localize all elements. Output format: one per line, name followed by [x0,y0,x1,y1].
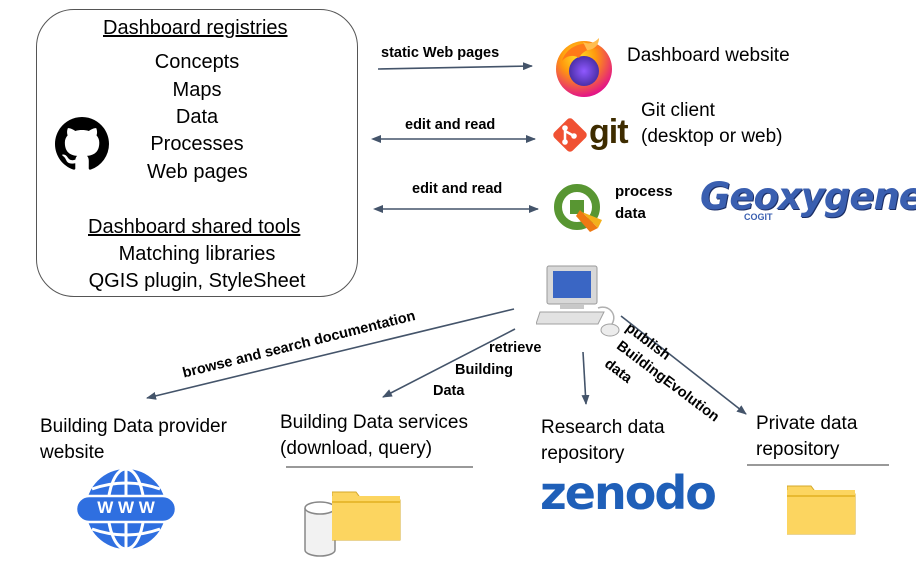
shared-tool-matching: Matching libraries [118,243,276,265]
shared-tool-qgis: QGIS plugin, StyleSheet [88,270,306,292]
geoxygene-logo: Geoxygene [700,175,916,218]
services-label-1: Building Data services [280,412,468,433]
registry-item-concepts: Concepts [154,51,240,73]
git-wordmark: git [589,113,629,151]
arrow-browse [146,308,515,400]
label-static-pages: static Web pages [381,45,500,61]
label-edit-read-git: edit and read [405,117,496,133]
registries-title: Dashboard registries [103,17,288,39]
registry-item-web-pages: Web pages [147,161,248,183]
label-edit-read-qgis: edit and read [412,181,503,197]
git-client-label-2: (desktop or web) [641,126,783,147]
process-label-2: data [615,205,646,222]
registry-item-data: Data [175,106,219,128]
qgis-icon [554,184,602,232]
geoxygene-cogit: COGIT [744,212,773,222]
research-label-1: Research data [541,417,665,438]
github-icon [55,117,109,170]
git-diamond-icon [553,118,587,152]
zenodo-logo: zenodo [540,466,717,520]
provider-label-1: Building Data provider [40,416,227,437]
label-retrieve-1: retrieve [489,340,542,356]
computer-icon [536,265,620,337]
private-folder-icon [787,485,856,535]
shared-tools-title: Dashboard shared tools [88,216,301,238]
arrow-retrieve [382,328,516,398]
research-label-2: repository [541,443,625,464]
arrow-research [581,351,590,405]
private-label-1: Private data [756,413,858,434]
website-label: Dashboard website [627,45,790,66]
label-retrieve-3: Data [433,383,465,399]
firefox-icon [556,38,612,97]
www-text: W W W [97,498,155,517]
private-label-2: repository [756,439,840,460]
www-globe-icon [76,467,176,551]
arrow-static-pages [377,62,533,71]
provider-label-2: website [40,442,105,463]
arrow-publish [620,315,747,415]
git-client-label-1: Git client [641,100,715,121]
registry-item-processes: Processes [150,133,244,155]
label-retrieve-2: Building [455,362,513,378]
process-label-1: process [615,183,673,200]
registry-item-maps: Maps [172,79,222,101]
services-folder-icon [332,491,401,541]
registries-box [36,9,358,297]
services-label-2: (download, query) [280,438,433,459]
